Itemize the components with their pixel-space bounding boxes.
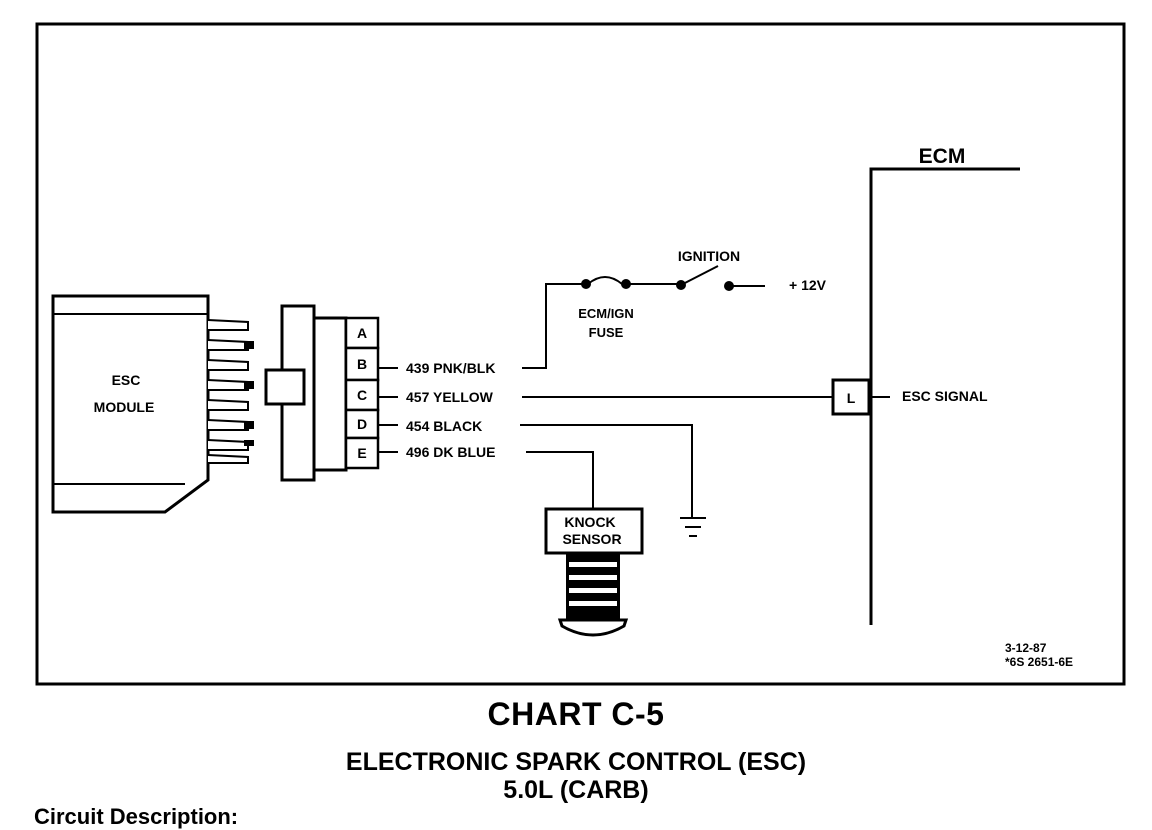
esc-connector (264, 304, 348, 482)
pin-e: E (357, 445, 366, 461)
pin-a: A (357, 325, 367, 341)
wire-454 (520, 424, 693, 517)
knock-sensor: KNOCK SENSOR (544, 507, 644, 637)
part-code: *6S 2651-6E (1005, 655, 1073, 669)
pin-c: C (357, 387, 367, 403)
ground-icon (680, 517, 706, 537)
wire-439-label: 439 PNK/BLK (406, 360, 495, 376)
knock-sensor-label-2: SENSOR (562, 531, 621, 547)
chart-subtitle: ELECTRONIC SPARK CONTROL (ESC) (345, 748, 807, 776)
wire-496 (526, 451, 594, 510)
fuse-label-2: FUSE (589, 325, 624, 340)
esc-module-label-2: MODULE (94, 399, 155, 415)
wiring-diagram: ESC MODULE A B C D E 439 PNK/BLK 457 YEL… (35, 22, 1126, 686)
diagram-frame (35, 22, 1126, 686)
pin-b: B (357, 356, 367, 372)
connector-pins: A B C D E (344, 316, 380, 470)
fuse-label-1: ECM/IGN (578, 306, 634, 321)
circuit-description-heading: Circuit Description: (34, 804, 239, 829)
wire-457-label: 457 YELLOW (406, 389, 494, 405)
knock-sensor-label-1: KNOCK (564, 514, 615, 530)
esc-module-label-1: ESC (112, 372, 141, 388)
esc-module: ESC MODULE (51, 294, 254, 514)
wire-496-label: 496 DK BLUE (406, 444, 495, 460)
wire-439 (522, 276, 680, 369)
ignition-label: IGNITION (678, 248, 740, 264)
ecm (869, 167, 1020, 625)
fuse-terminals (581, 279, 631, 289)
pin-d: D (357, 416, 367, 432)
esc-signal-label: ESC SIGNAL (902, 388, 988, 404)
voltage-label: + 12V (789, 277, 827, 293)
wire-454-label: 454 BLACK (406, 418, 482, 434)
ignition-switch (676, 265, 765, 291)
date-code: 3-12-87 (1005, 641, 1047, 655)
chart-title: CHART C-5 (487, 696, 665, 732)
ecm-terminal-label: L (847, 390, 856, 406)
chart-engine: 5.0L (CARB) (503, 776, 649, 804)
ecm-terminal-l (831, 378, 871, 416)
ecm-label: ECM (919, 145, 966, 168)
